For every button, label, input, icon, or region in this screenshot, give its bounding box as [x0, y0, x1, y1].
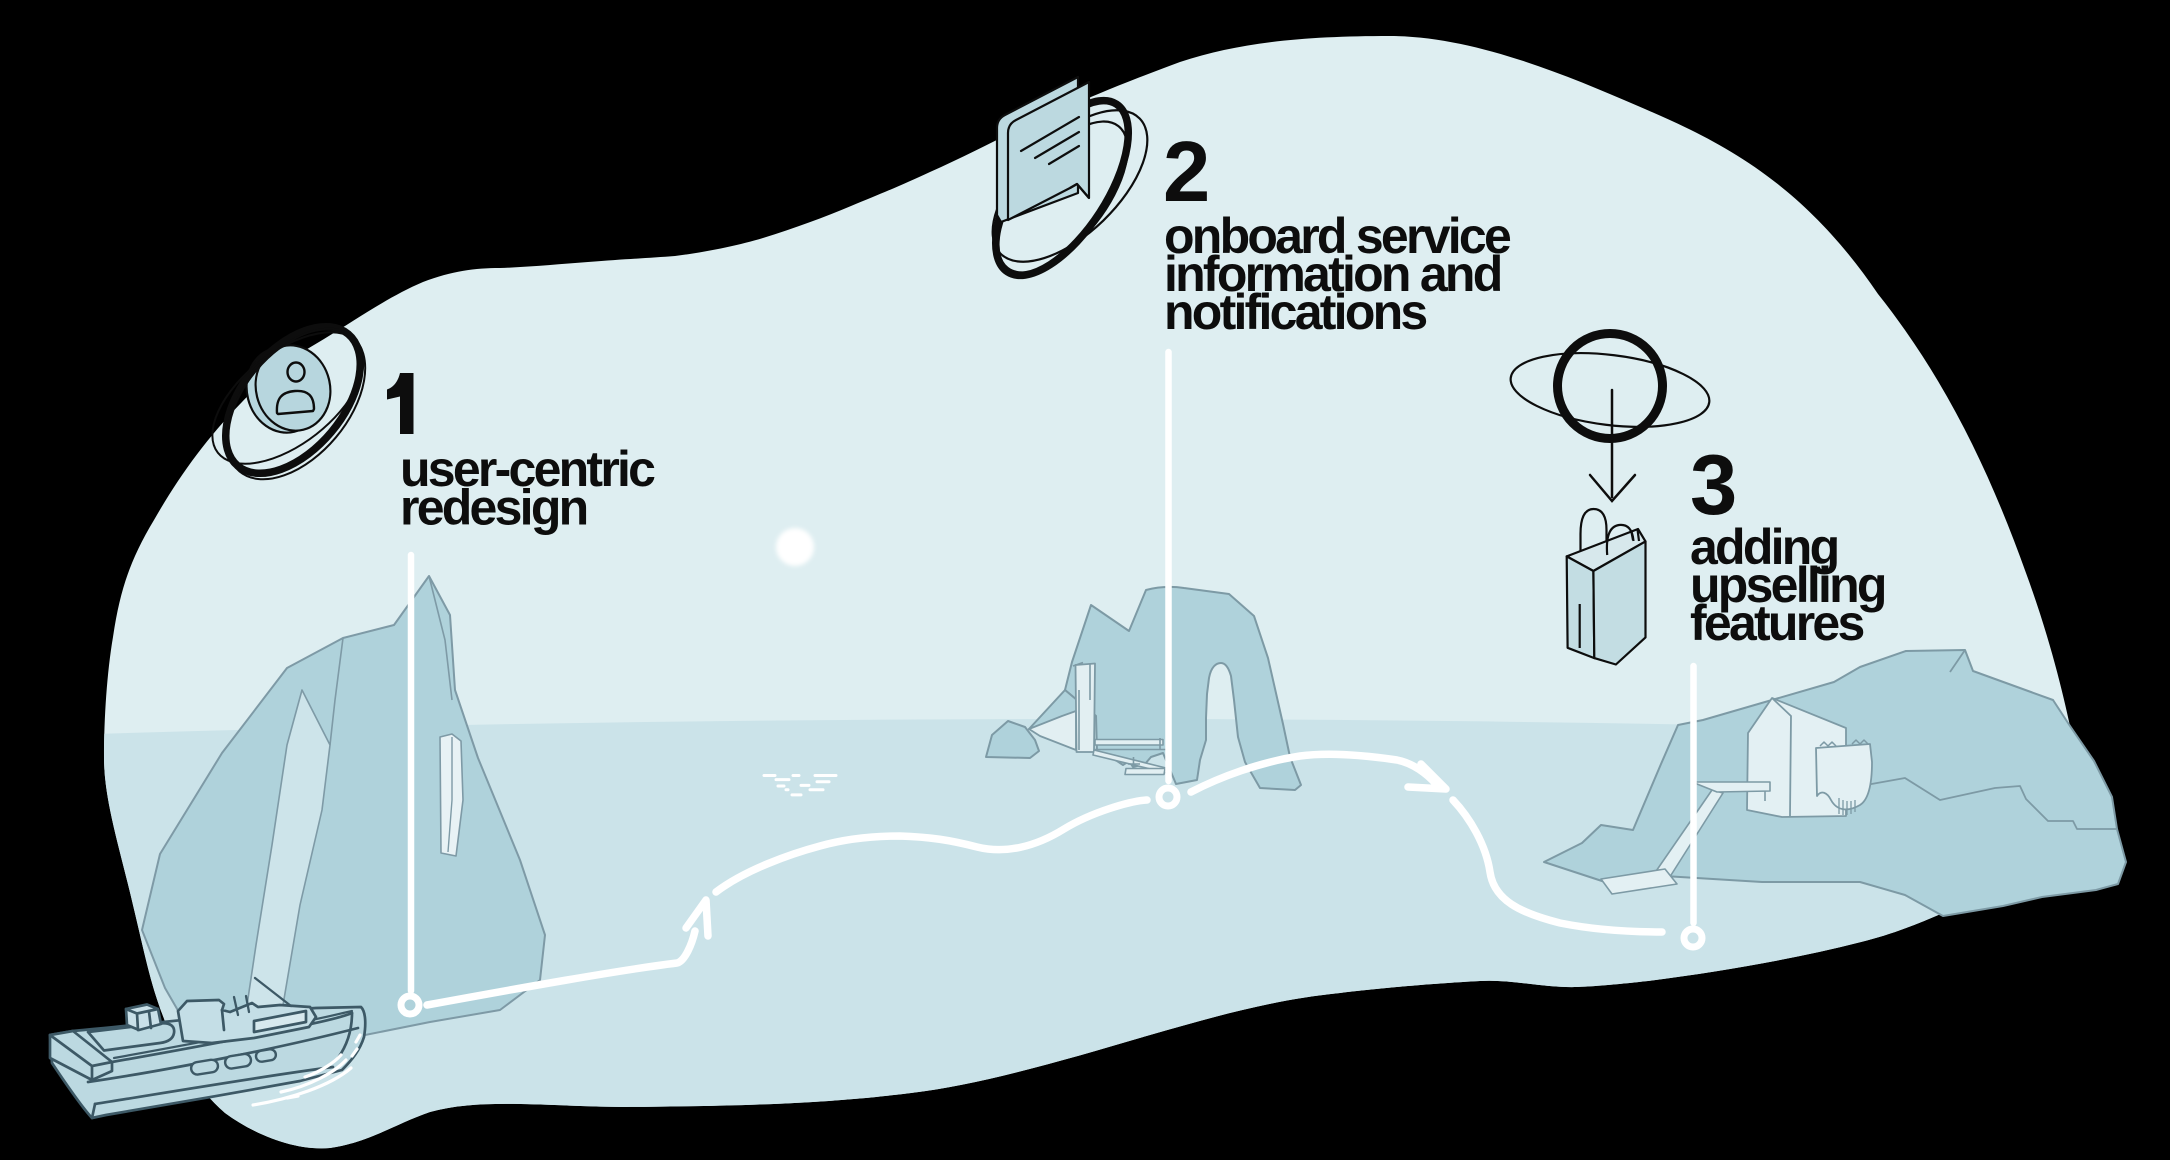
svg-text:2: 2: [1163, 125, 1210, 220]
svg-text:notifications: notifications: [1164, 284, 1426, 340]
svg-text:onboard service: onboard service: [1164, 208, 1511, 264]
svg-text:redesign: redesign: [400, 480, 587, 536]
svg-text:information and: information and: [1164, 246, 1501, 302]
svg-text:adding: adding: [1690, 519, 1838, 575]
svg-text:3: 3: [1690, 438, 1737, 533]
svg-text:user-centric: user-centric: [400, 441, 655, 497]
svg-text:features: features: [1690, 595, 1863, 651]
svg-text:upselling: upselling: [1690, 557, 1885, 613]
